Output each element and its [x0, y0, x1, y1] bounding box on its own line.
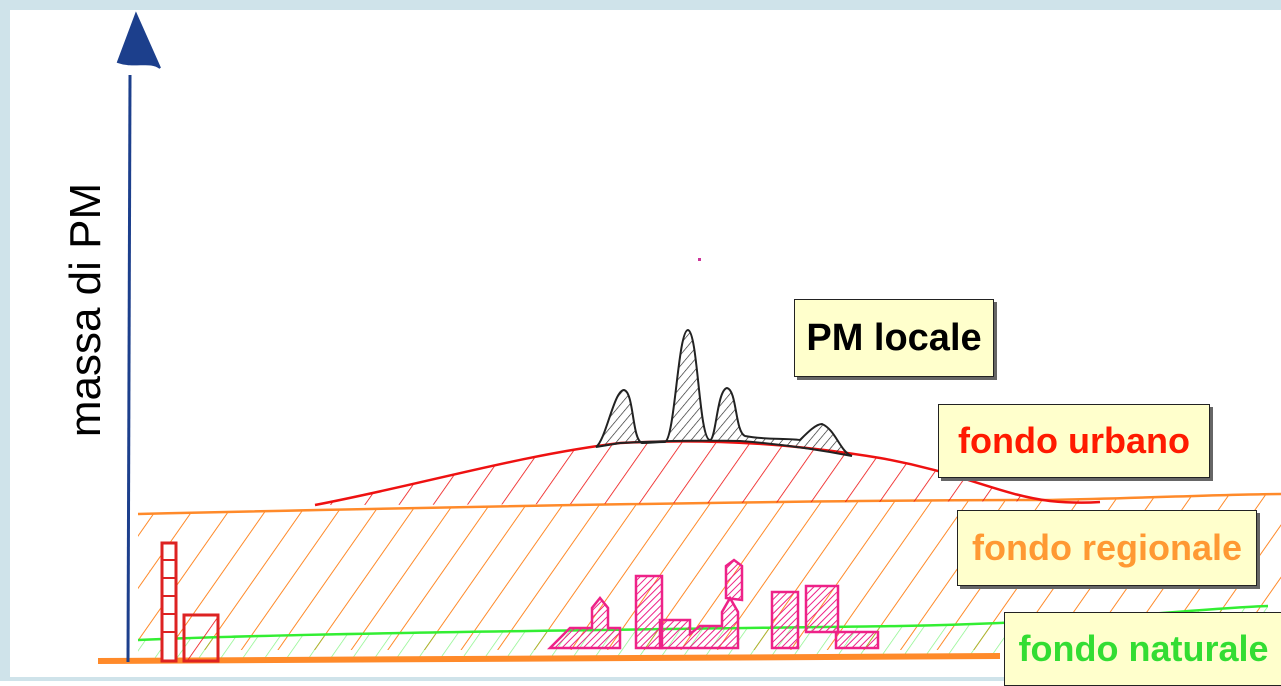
pm-locale-label: PM locale — [794, 299, 994, 377]
y-axis-label: massa di PM — [61, 182, 110, 438]
city-skyline — [546, 558, 880, 650]
stray-mark — [698, 258, 701, 261]
fondo-urbano-label: fondo urbano — [938, 404, 1210, 478]
factory-building — [160, 541, 220, 663]
fondo-regionale-label: fondo regionale — [957, 510, 1257, 586]
fondo-naturale-label: fondo naturale — [1004, 612, 1281, 686]
y-axis — [116, 11, 161, 663]
local-pm-peaks — [595, 328, 853, 457]
